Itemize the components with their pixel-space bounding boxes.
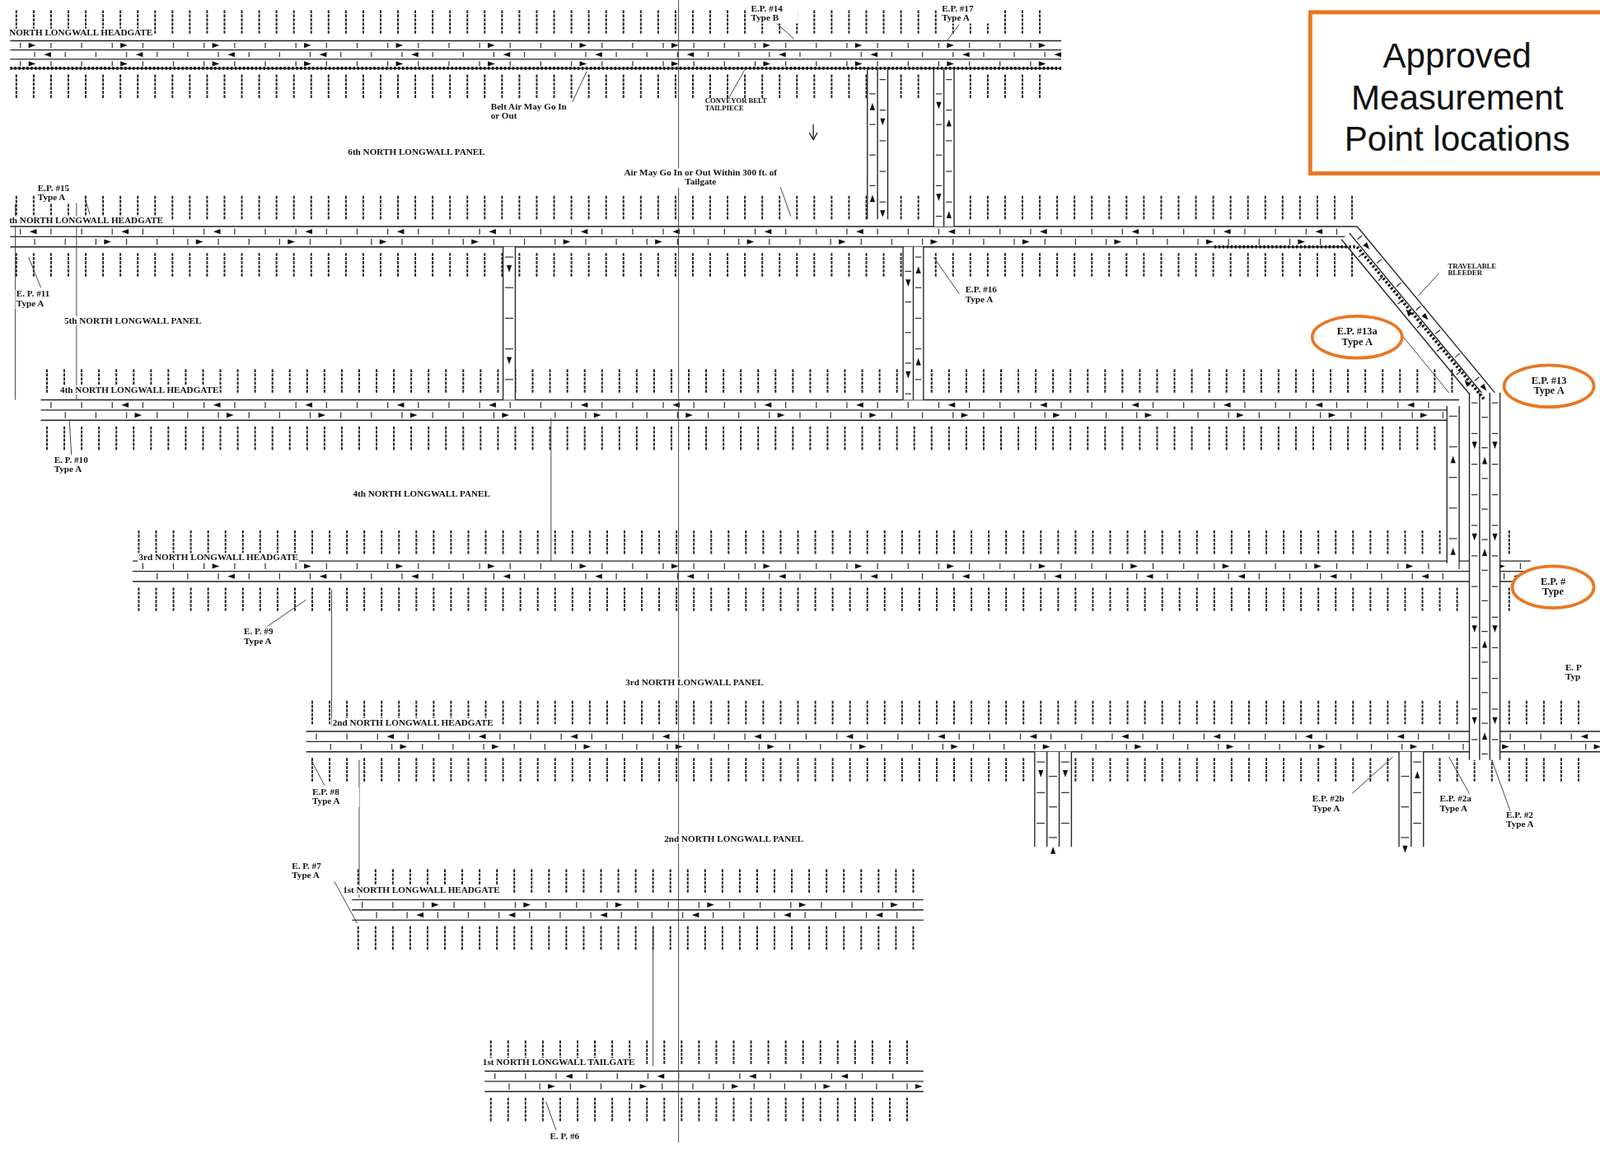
map-label: 5th NORTH LONGWALL PANEL <box>63 316 203 327</box>
map-label: Air May Go In or Out Within 300 ft. of T… <box>620 168 781 188</box>
map-label: 6th NORTH LONGWALL PANEL <box>346 148 487 159</box>
map-label: E.P. #14 Type B <box>749 4 798 24</box>
map-label: E.P. #2 Type A <box>1505 811 1554 831</box>
map-label: CONVEYOR BELT TAILPIECE <box>704 98 778 113</box>
map-label: NORTH LONGWALL HEADGATE <box>8 28 155 39</box>
leader-line <box>28 257 42 288</box>
map-label: 3rd NORTH LONGWALL HEADGATE <box>137 552 300 563</box>
leader-line <box>311 760 325 786</box>
entry-band <box>351 869 924 951</box>
measurement-point-ring: E.P. #13 Type A <box>1501 362 1596 409</box>
leader-line <box>266 599 306 627</box>
map-label: 2nd NORTH LONGWALL HEADGATE <box>332 718 495 729</box>
entry-band <box>503 247 516 401</box>
map-label: Belt Air May Go In or Out <box>489 102 574 122</box>
map-label: E.P. #16 Type A <box>963 285 1012 305</box>
leader-line <box>1403 336 1450 393</box>
map-label: E.P. #2a Type A <box>1438 795 1487 815</box>
leader-line <box>69 420 71 455</box>
entry-band <box>132 530 1531 613</box>
map-label: 4th NORTH LONGWALL PANEL <box>351 489 492 500</box>
map-label: E. P Typ <box>1564 663 1598 683</box>
entry-band <box>9 196 1357 278</box>
map-label: 1st NORTH LONGWALL HEADGATE <box>341 885 501 896</box>
leader-line <box>946 24 960 42</box>
map-label: 2nd NORTH LONGWALL PANEL <box>663 834 805 845</box>
entry-band <box>933 69 955 227</box>
leader-line <box>546 1102 557 1132</box>
leader-line <box>75 199 77 401</box>
entry-band <box>867 69 889 220</box>
point-label: E.P. # Type <box>1530 575 1576 598</box>
point-label: E.P. #13a Type A <box>1330 326 1384 348</box>
entry-band <box>41 369 1460 451</box>
map-label: E.P. #8 Type A <box>311 787 360 807</box>
map-label: E. P. #9 Type A <box>243 627 291 647</box>
map-label: E. P. #11 Type A <box>15 290 64 309</box>
map-label: E. P. #10 Type A <box>52 456 101 476</box>
measurement-point-ring: E.P. #13a Type A <box>1309 313 1404 361</box>
entry-band <box>9 9 1062 99</box>
leader-line <box>1352 757 1394 795</box>
point-label: E.P. #13 Type A <box>1522 374 1576 397</box>
leader-line <box>933 257 960 295</box>
title-box: Approved Measurement Point locations <box>1308 9 1600 176</box>
map-label: 1st NORTH LONGWALL TAILGATE <box>481 1057 637 1068</box>
leader-line <box>331 589 333 727</box>
leader-line <box>1492 760 1511 812</box>
belt-line <box>1214 247 1485 401</box>
leader-line <box>652 926 654 1067</box>
map-label: E. P. #7 Type A <box>290 862 339 882</box>
leader-line <box>1418 273 1440 296</box>
map-label: TRAVELABLE BLEEDER <box>1446 263 1495 279</box>
map-label: E.P. #2b Type A <box>1310 795 1359 815</box>
map-label: E.P. #15 Type A <box>37 183 85 203</box>
map-label: th NORTH LONGWALL HEADGATE <box>8 216 164 227</box>
map-label: E.P. #17 Type A <box>940 4 989 24</box>
entry-band <box>1446 406 1460 564</box>
leader-line <box>775 22 794 39</box>
map-label: 4th NORTH LONGWALL HEADGATE <box>59 385 220 396</box>
flow-arrow <box>809 124 818 141</box>
measurement-point-ring: E.P. # Type <box>1510 563 1596 610</box>
map-label: 3rd NORTH LONGWALL PANEL <box>624 678 765 689</box>
entry-band <box>1398 752 1424 854</box>
leader-line <box>1449 757 1470 795</box>
leader-line <box>571 71 588 105</box>
entry-band <box>902 247 924 401</box>
belt-line <box>9 66 1062 71</box>
leader-line <box>550 418 552 562</box>
entry-band <box>484 1040 924 1123</box>
leader-line <box>358 760 360 899</box>
entry-band <box>1469 392 1500 761</box>
map-label: E. P. #6 <box>548 1132 581 1143</box>
entry-band <box>1034 752 1072 855</box>
title-text: Approved Measurement Point locations <box>1318 34 1596 160</box>
